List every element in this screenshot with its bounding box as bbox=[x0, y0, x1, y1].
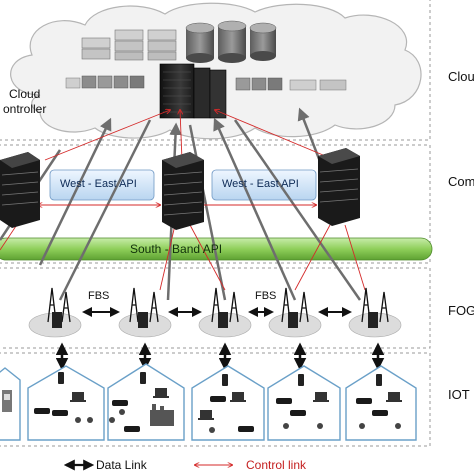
cloud-controller-line2: ontroller bbox=[3, 102, 47, 116]
laptop-icon bbox=[70, 388, 402, 420]
cloud-controller-line1: Cloud bbox=[9, 87, 41, 101]
data-link-legend-label: Data Link bbox=[96, 458, 147, 472]
fbs-node-5 bbox=[348, 287, 402, 338]
fbs-left-label: FBS bbox=[88, 290, 110, 302]
compute-server-left-icon bbox=[0, 152, 40, 228]
layer-boxes bbox=[0, 0, 431, 447]
south-band-api-label: South - Band API bbox=[130, 242, 223, 256]
layer-label-iot: IOT bbox=[448, 387, 470, 402]
iot-house-5 bbox=[267, 365, 341, 441]
iot-house-6 bbox=[345, 365, 417, 441]
iot-houses bbox=[0, 363, 417, 441]
car-icon bbox=[34, 396, 388, 432]
iot-house-2 bbox=[27, 365, 105, 441]
compute-server-middle-icon bbox=[162, 152, 204, 230]
storage-array-right-icon bbox=[235, 77, 347, 91]
control-link-lines bbox=[0, 110, 366, 291]
phone-icon bbox=[58, 372, 382, 386]
west-east-api-left-label: West - East API bbox=[60, 178, 137, 190]
iot-devices bbox=[2, 372, 402, 433]
iot-layer-box bbox=[0, 352, 431, 447]
fbs-node-4 bbox=[268, 287, 322, 338]
control-link-legend-label: Control link bbox=[246, 458, 307, 472]
layer-label-compute: Com bbox=[448, 174, 474, 189]
fog-layer-box bbox=[0, 267, 431, 349]
fog-nodes bbox=[28, 287, 402, 338]
storage-array-left-icon bbox=[65, 75, 145, 89]
west-east-api-right-box bbox=[211, 169, 317, 201]
main-server-cluster-icon bbox=[159, 63, 227, 119]
fbs-right-label: FBS bbox=[255, 290, 277, 302]
cloud-controller-label: Cloud ontroller bbox=[3, 87, 46, 117]
layer-label-fog: FOG bbox=[448, 303, 474, 318]
fbs-node-2 bbox=[118, 287, 172, 338]
database-icon bbox=[185, 20, 277, 63]
west-east-api-right-label: West - East API bbox=[222, 178, 299, 190]
server-rack-icon bbox=[81, 29, 177, 61]
layer-label-cloud: Clou bbox=[448, 69, 474, 84]
compute-layer-box bbox=[0, 144, 431, 264]
iot-house-4 bbox=[191, 365, 265, 441]
fbs-node-3 bbox=[198, 287, 252, 338]
compute-server-right-icon bbox=[318, 148, 360, 226]
factory-icon bbox=[2, 390, 174, 426]
cloud-rack-servers bbox=[65, 20, 347, 119]
sensor-icon bbox=[75, 409, 401, 433]
fbs-node-1 bbox=[28, 287, 82, 338]
